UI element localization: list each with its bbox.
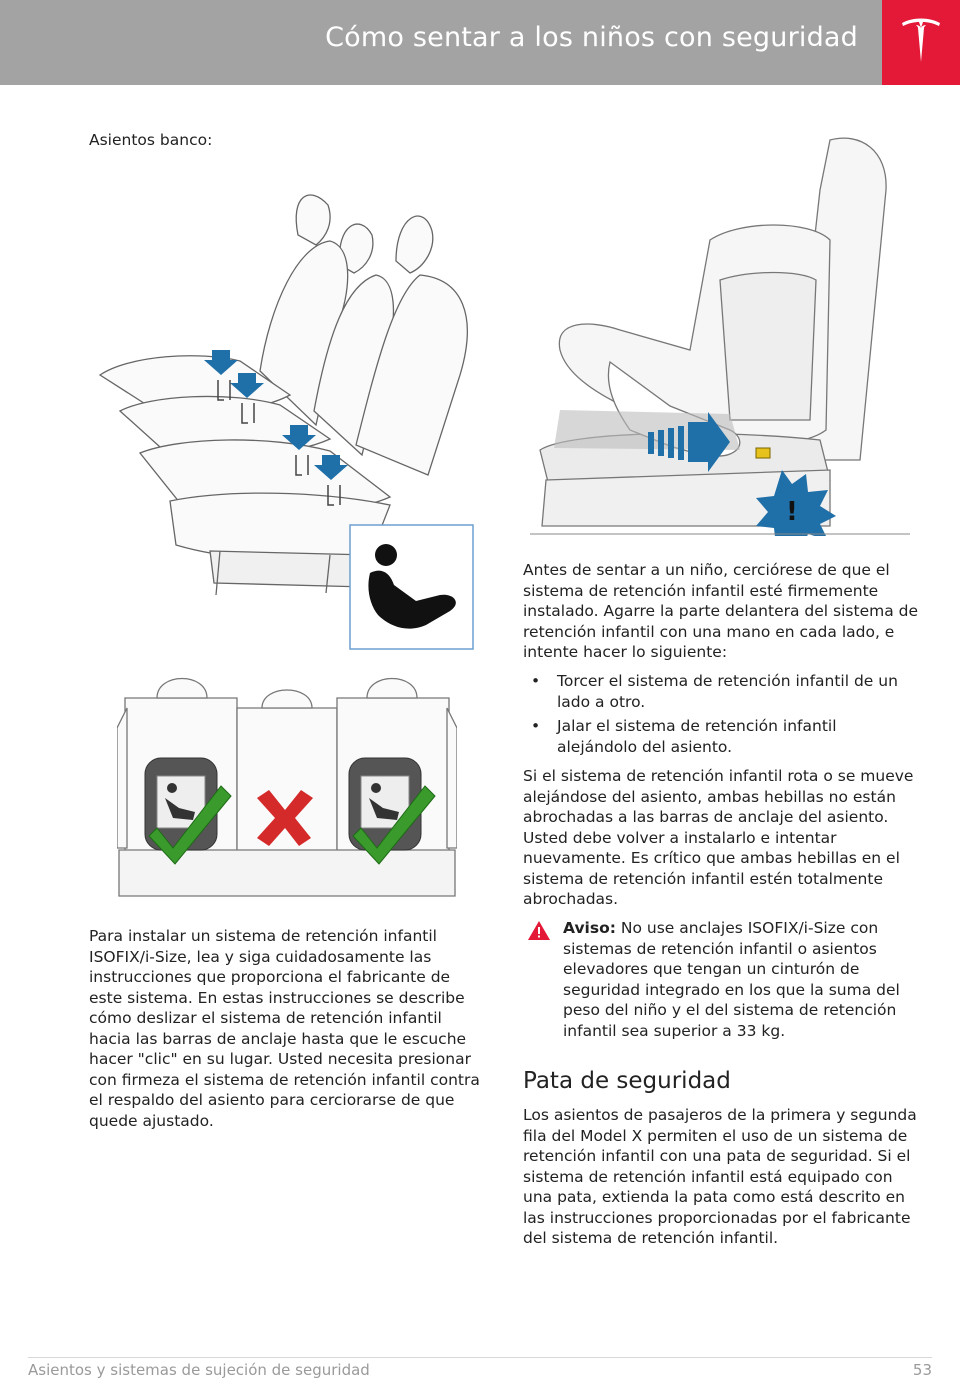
warning-text: No use anclajes ISOFIX/i-Size con sistem… <box>563 919 900 1040</box>
rotation-paragraph: Si el sistema de retención infantil rota… <box>523 767 914 908</box>
brand-logo <box>882 0 960 85</box>
warning-label: Aviso: <box>563 919 616 937</box>
list-item: • Jalar el sistema de retención infantil… <box>531 717 837 756</box>
warning-triangle-icon <box>528 921 550 940</box>
footer-divider <box>28 1357 932 1358</box>
check-steps-list: • Torcer el sistema de retención infanti… <box>523 671 919 761</box>
bullet-icon: • <box>531 717 541 735</box>
footer-section-name: Asientos y sistemas de sujeción de segur… <box>28 1361 370 1379</box>
warning-note: Aviso: No use anclajes ISOFIX/i-Size con… <box>523 918 919 1041</box>
exclamation-icon: ! <box>786 497 798 527</box>
child-seat-latch-illustration: ! <box>530 137 910 536</box>
installation-paragraph: Para instalar un sistema de retención in… <box>89 927 480 1130</box>
page-number: 53 <box>912 1361 932 1379</box>
support-leg-paragraph: Los asientos de pasajeros de la primera … <box>523 1106 917 1247</box>
bench-seats-label: Asientos banco: <box>89 131 213 149</box>
bullet-icon: • <box>531 672 541 690</box>
rear-seat-positions-diagram <box>117 678 457 897</box>
page-header: Cómo sentar a los niños con seguridad <box>0 0 960 85</box>
page-title: Cómo sentar a los niños con seguridad <box>325 22 858 53</box>
check-installation-paragraph: Antes de sentar a un niño, cerciórese de… <box>523 561 919 661</box>
section-heading: Pata de seguridad <box>523 1068 731 1094</box>
list-item: • Torcer el sistema de retención infanti… <box>531 672 898 711</box>
tesla-logo-icon <box>902 18 940 62</box>
bench-seat-illustration <box>98 194 474 650</box>
